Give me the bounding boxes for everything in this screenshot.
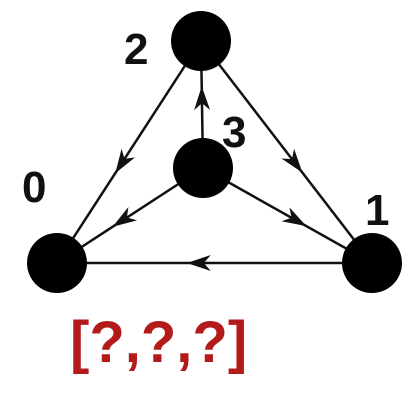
node-1: [342, 233, 402, 293]
node-label-0: 0: [22, 163, 46, 212]
edge-3-to-1: [202, 166, 373, 265]
node-label-3: 3: [222, 108, 246, 157]
node-label-2: 2: [124, 25, 148, 74]
edge-2-to-0: [55, 40, 203, 264]
edge-2-to-1: [200, 40, 373, 264]
arrowhead-1-to-0: [186, 255, 211, 271]
labels-layer: 0 1 2 3: [22, 25, 389, 235]
node-3: [173, 138, 233, 198]
arrowhead-2-to-0: [115, 148, 135, 174]
node-2: [171, 11, 231, 71]
node-label-1: 1: [365, 186, 389, 235]
nodes-layer: [27, 11, 402, 293]
arrowhead-3-to-1: [281, 207, 307, 227]
node-0: [27, 233, 87, 293]
arrowhead-2-to-1: [281, 148, 303, 173]
arrowhead-3-to-0: [112, 207, 138, 227]
arrowhead-3-to-2: [194, 86, 211, 111]
answer-placeholder: [?,?,?]: [70, 310, 247, 375]
